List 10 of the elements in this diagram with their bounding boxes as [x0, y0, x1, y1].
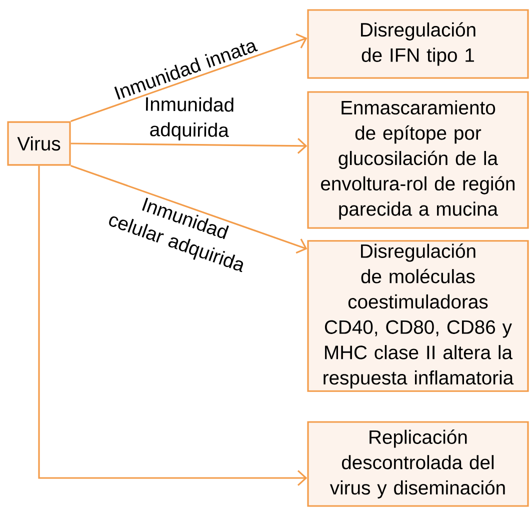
- effect-box: Disregulación de IFN tipo 1: [307, 9, 529, 79]
- effect-box: Replicación descontrolada del virus y diseminación: [307, 421, 529, 507]
- virus-box: Virus: [7, 121, 71, 166]
- arrow: [70, 165, 308, 254]
- arrow: [70, 138, 308, 154]
- effect-box: Disregulación de moléculas coestimuladoras CD40, CD80, CD86 y MHC clase II altera la respuesta inflamatoria: [307, 240, 529, 392]
- effect-box: Enmascaramiento de epítope por glucosilación de la envoltura-rol de región parecida a mucina: [307, 91, 529, 229]
- arrow: [70, 33, 308, 122]
- edge-label: Inmunidad adquirida: [146, 97, 234, 140]
- arrow: [38, 166, 308, 486]
